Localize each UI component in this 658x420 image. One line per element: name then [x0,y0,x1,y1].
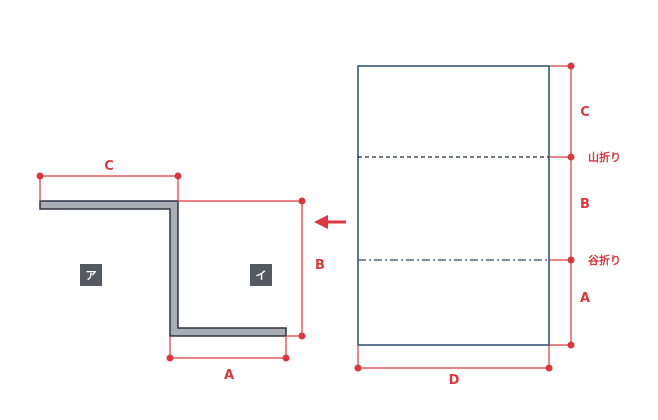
z-profile-shape [39,200,287,337]
flat-sheet: C B A 山折り 谷折り D [354,62,621,388]
badge-a: ア [80,264,102,286]
sheet-label-b: B [580,197,590,212]
profile-dimension-c: C [36,159,182,201]
valley-fold-label: 谷折り [588,253,621,267]
sheet-label-a: A [580,291,590,306]
profile-dimension-a: A [166,336,290,383]
sheet-label-c: C [580,105,590,120]
mountain-fold-label: 山折り [588,150,621,164]
left-arrow-icon [314,215,346,229]
badge-i: イ [250,264,272,286]
profile-label-a: A [224,368,234,383]
sheet-outline [357,65,550,346]
sheet-dimension-d: D [354,345,553,388]
profile-label-c: C [104,159,114,174]
profile-section: C B A ア イ [36,159,325,383]
badge-right-text: イ [256,269,267,282]
sheet-label-d: D [449,373,460,388]
sheet-vertical-dimensions: C B A 山折り 谷折り [549,62,621,349]
badge-left-text: ア [86,269,97,282]
profile-label-b: B [315,258,325,273]
profile-dimension-b: B [178,197,325,340]
